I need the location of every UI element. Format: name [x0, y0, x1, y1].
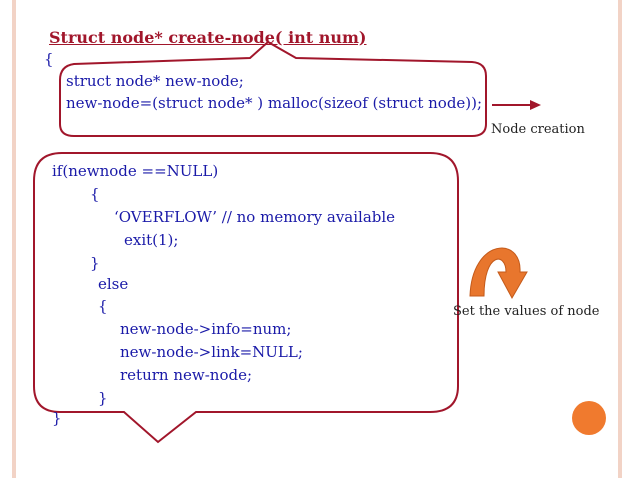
return-line: return new-node; — [120, 366, 253, 384]
if-close-brace: } — [90, 254, 100, 272]
if-open-brace: { — [90, 185, 100, 203]
link-assignment-line: new-node->link=NULL; — [120, 343, 303, 361]
node-declaration-line: struct node* new-node; — [66, 72, 244, 90]
node-creation-arrow-head — [530, 100, 541, 110]
else-open-brace: { — [98, 297, 108, 315]
code-block-callout — [33, 152, 459, 444]
curved-arrow-icon — [469, 247, 528, 300]
else-close-brace: } — [98, 389, 108, 407]
right-frame-line — [618, 0, 622, 478]
malloc-line: new-node=(struct node* ) malloc(sizeof (… — [66, 94, 483, 112]
function-signature-title: Struct node* create-node( int num) — [49, 28, 367, 47]
set-values-label: Set the values of node — [453, 304, 600, 319]
node-creation-label: Node creation — [491, 122, 585, 137]
decorative-orange-dot — [572, 401, 606, 435]
exit-line: exit(1); — [124, 231, 179, 249]
if-null-line: if(newnode ==NULL) — [52, 162, 219, 180]
info-assignment-line: new-node->info=num; — [120, 320, 292, 338]
else-line: else — [98, 275, 129, 293]
function-close-brace: } — [52, 409, 62, 427]
function-open-brace: { — [44, 50, 54, 68]
node-creation-callout — [59, 40, 487, 137]
overflow-line: ‘OVERFLOW’ // no memory available — [114, 208, 396, 226]
left-frame-line — [12, 0, 16, 478]
